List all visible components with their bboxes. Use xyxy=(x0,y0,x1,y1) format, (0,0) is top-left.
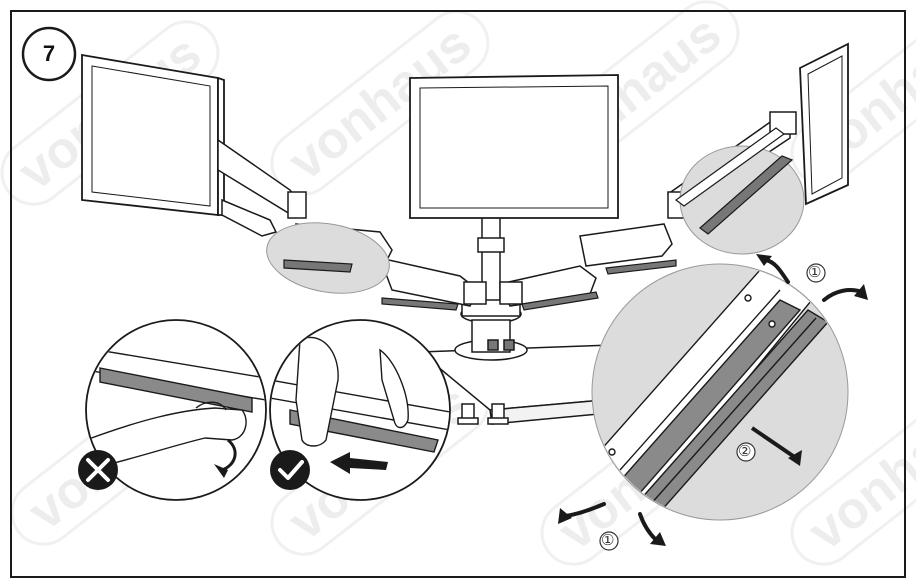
cross-icon xyxy=(78,450,118,490)
callout-step-two: ② xyxy=(738,442,752,460)
correct-method-detail xyxy=(269,319,451,501)
removal-detail xyxy=(591,263,849,521)
rotate-arrow-icon xyxy=(221,438,237,472)
right-zoom-ellipse xyxy=(674,127,805,255)
left-upper-arm xyxy=(217,138,307,237)
callout-badge xyxy=(599,531,619,551)
callout-step-one: ① xyxy=(808,263,822,281)
desk-clamp xyxy=(457,403,509,425)
callout-step-one: ① xyxy=(601,531,615,549)
callout-badge xyxy=(736,442,756,462)
right-monitor xyxy=(799,42,849,206)
arrow-left-icon xyxy=(330,452,388,474)
frame xyxy=(10,10,906,578)
arrow-down-right-icon xyxy=(750,426,802,466)
step-number-badge xyxy=(21,26,77,82)
left-monitor xyxy=(81,53,225,217)
arrowhead xyxy=(558,254,868,546)
step-number: 7 xyxy=(42,41,56,66)
check-icon xyxy=(270,450,310,490)
callout-badge xyxy=(806,263,826,283)
center-monitor xyxy=(409,74,619,219)
incorrect-method-detail xyxy=(85,319,267,501)
cable-cover-strip xyxy=(381,259,677,311)
left-zoom-ellipse xyxy=(266,222,390,294)
